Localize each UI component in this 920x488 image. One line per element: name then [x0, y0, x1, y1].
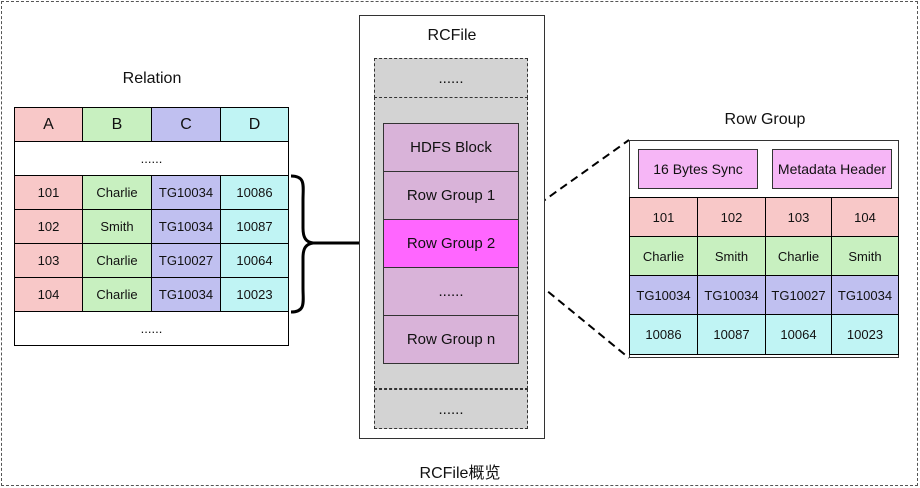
- relation-cell: Charlie: [82, 175, 152, 210]
- row-group-cell: 10086: [629, 314, 698, 355]
- row-group-cell: TG10034: [697, 275, 766, 315]
- relation-cell: TG10027: [151, 243, 221, 278]
- row-group-cell: Charlie: [765, 236, 832, 276]
- relation-cell: 10087: [220, 209, 289, 244]
- relation-cell: TG10034: [151, 277, 221, 312]
- row-group-n: Row Group n: [383, 315, 519, 364]
- relation-cell: Smith: [82, 209, 152, 244]
- row-group-1: Row Group 1: [383, 171, 519, 220]
- metadata-header-box: Metadata Header: [772, 149, 892, 189]
- relation-header-a: A: [14, 107, 83, 142]
- row-group-cell: 102: [697, 197, 766, 237]
- rcfile-bottom-dots: ......: [374, 389, 528, 429]
- relation-cell: TG10034: [151, 175, 221, 210]
- row-group-cell: Charlie: [629, 236, 698, 276]
- row-group-cell: TG10027: [765, 275, 832, 315]
- relation-cell: Charlie: [82, 243, 152, 278]
- relation-cell: 101: [14, 175, 83, 210]
- curly-brace: [290, 174, 314, 314]
- relation-header-d: D: [220, 107, 289, 142]
- row-group-cell: TG10034: [629, 275, 698, 315]
- relation-title: Relation: [122, 70, 182, 87]
- row-group-cell: 103: [765, 197, 832, 237]
- row-group-cell: Smith: [831, 236, 899, 276]
- relation-ellipsis-bottom: ......: [14, 311, 289, 346]
- diagram-caption: RCFile概览: [419, 465, 501, 482]
- relation-cell: 10023: [220, 277, 289, 312]
- row-group-cell: Smith: [697, 236, 766, 276]
- row-group-cell: 101: [629, 197, 698, 237]
- row-group-cell: TG10034: [831, 275, 899, 315]
- row-group-title: Row Group: [724, 111, 806, 128]
- relation-header-c: C: [151, 107, 221, 142]
- row-group-cell: 104: [831, 197, 899, 237]
- row-group-cell: 10023: [831, 314, 899, 355]
- sync-box: 16 Bytes Sync: [638, 149, 758, 189]
- row-group-ellipsis: ......: [383, 267, 519, 316]
- row-group-cell: 10087: [697, 314, 766, 355]
- relation-cell: 10064: [220, 243, 289, 278]
- projection-line-bottom: [517, 266, 630, 359]
- rcfile-title: RCFile: [427, 27, 477, 44]
- rcfile-top-dots: ......: [374, 58, 528, 98]
- hdfs-block: HDFS Block: [383, 123, 519, 172]
- row-group-2: Row Group 2: [383, 219, 519, 268]
- row-group-cell: 10064: [765, 314, 832, 355]
- relation-ellipsis-top: ......: [14, 141, 289, 176]
- relation-cell: TG10034: [151, 209, 221, 244]
- projection-line-top: [517, 139, 630, 220]
